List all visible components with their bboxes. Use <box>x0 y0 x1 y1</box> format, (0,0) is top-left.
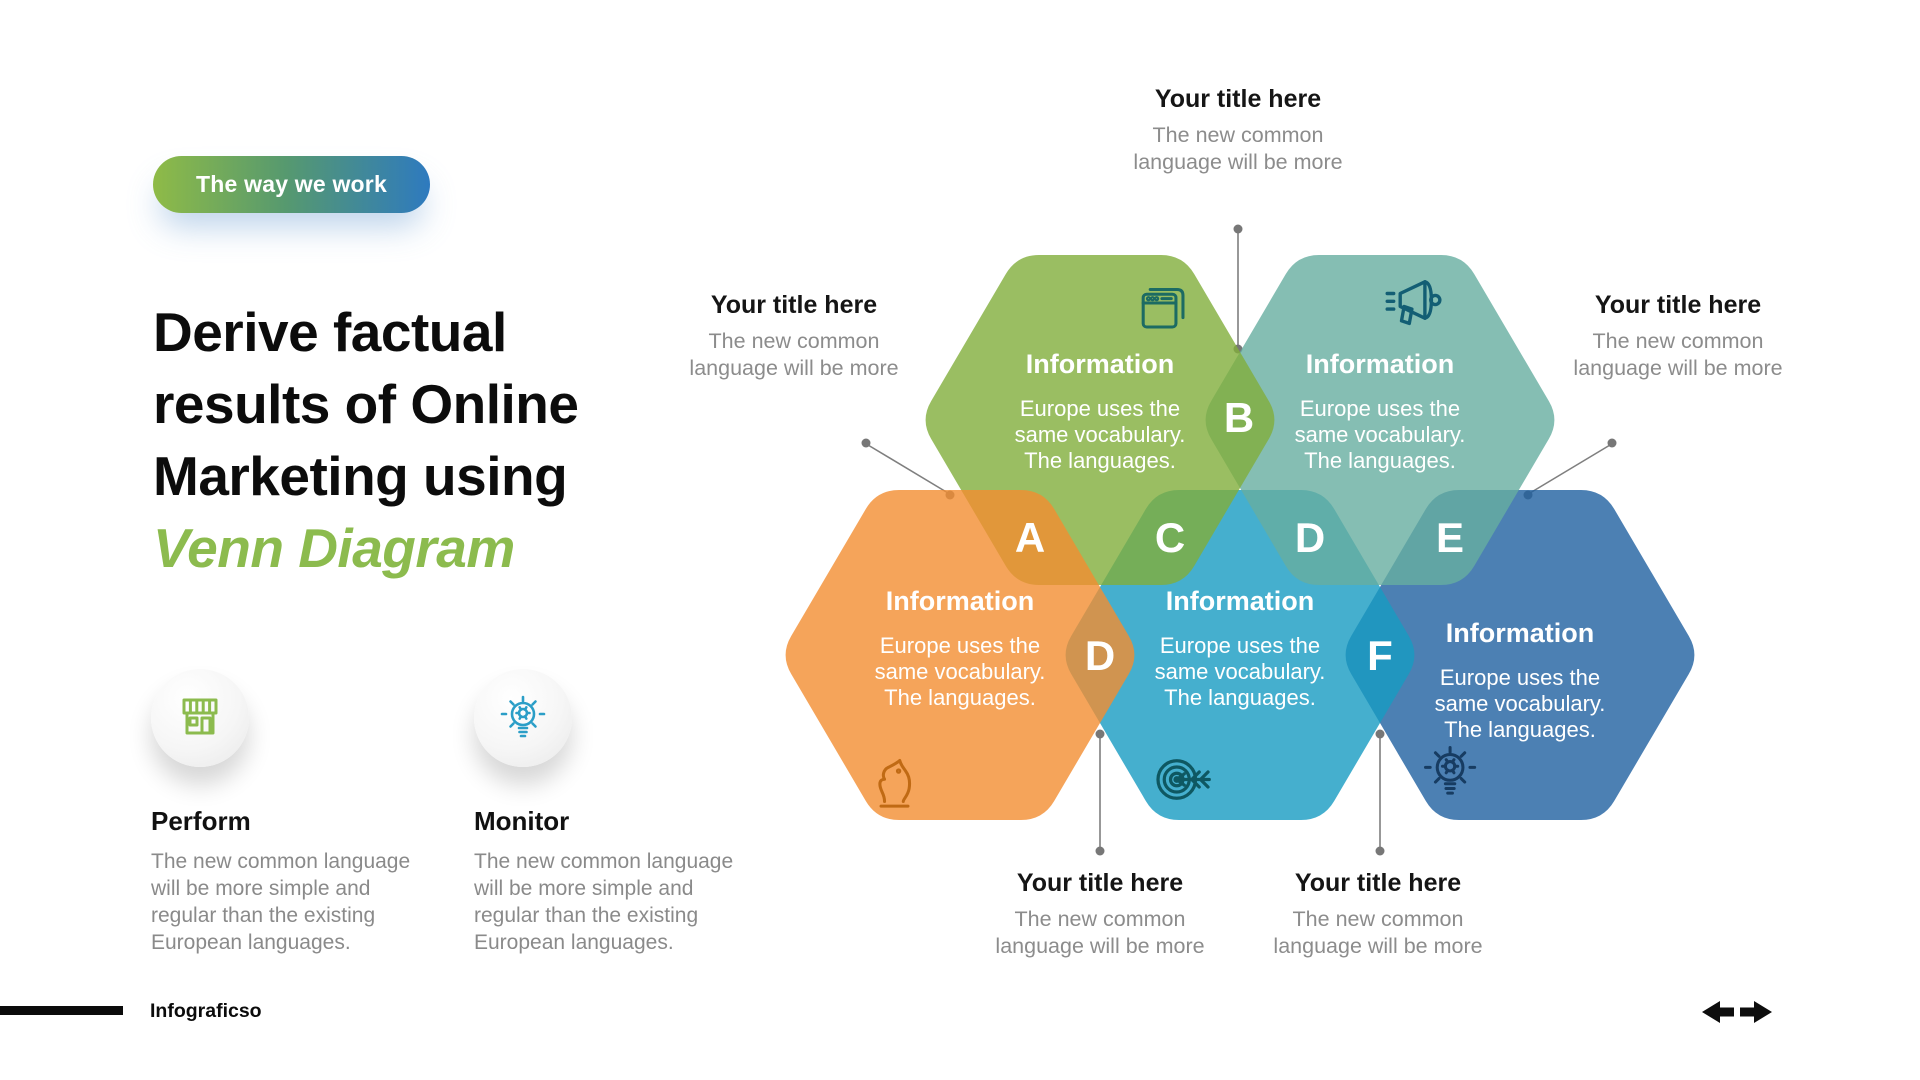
callout-body: The new common language will be more <box>689 329 899 380</box>
callout-left: Your title here The new common language … <box>634 290 954 381</box>
hexagon-body: Europe uses the same vocabulary. The lan… <box>1014 396 1186 473</box>
overlap-label-e: E <box>1435 514 1465 561</box>
hexagon-text-bottom-left: Information Europe uses the same vocabul… <box>810 585 1110 711</box>
browser-icon <box>1141 288 1185 329</box>
hexagon-body: Europe uses the same vocabulary. The lan… <box>1294 396 1466 473</box>
feature-name-monitor: Monitor <box>474 806 570 836</box>
megaphone-icon <box>1385 280 1442 326</box>
knight-icon <box>878 758 912 808</box>
connector-bottom-right <box>1375 729 1385 856</box>
overlap-label-d-low: D <box>1084 632 1116 679</box>
feature-desc-monitor: The new common language will be more sim… <box>474 850 734 954</box>
hexagon-body: Europe uses the same vocabulary. The lan… <box>874 633 1046 710</box>
connector-bottom-left <box>1095 729 1105 856</box>
callout-body: The new common language will be more <box>1573 329 1783 380</box>
overlap-label-a: A <box>1014 514 1046 561</box>
callout-body: The new common language will be more <box>1273 907 1483 958</box>
brand-name: Infograficso <box>150 1000 262 1022</box>
feature-desc-perform: The new common language will be more sim… <box>151 850 411 954</box>
store-icon <box>182 698 218 735</box>
lightbulb-gear-icon <box>1423 745 1477 795</box>
overlap-label-c: C <box>1154 514 1186 561</box>
overlap-label-b: B <box>1223 394 1255 441</box>
callout-body: The new common language will be more <box>1133 123 1343 174</box>
monitor-icon-circle <box>474 669 572 767</box>
hexagon-title: Information <box>1165 586 1315 616</box>
left-arrow-icon[interactable] <box>1702 1001 1734 1023</box>
callout-title: Your title here <box>1016 869 1184 897</box>
right-arrow-icon[interactable] <box>1740 1001 1772 1023</box>
callout-title: Your title here <box>1294 869 1462 897</box>
page-title-accent: Venn Diagram <box>153 517 515 579</box>
callout-body: The new common language will be more <box>995 907 1205 958</box>
badge-pill: The way we work <box>153 156 430 213</box>
feature-name-perform: Perform <box>151 806 251 836</box>
badge-label: The way we work <box>196 171 387 197</box>
target-arrow-icon <box>1156 759 1211 800</box>
hexagon-text-top-left: Information Europe uses the same vocabul… <box>950 348 1250 474</box>
hexagon-text-bottom-right: Information Europe uses the same vocabul… <box>1370 617 1670 743</box>
overlap-label-d-mid: D <box>1294 514 1326 561</box>
hexagon-title: Information <box>1305 349 1455 379</box>
page-title: Derive factual results of Online Marketi… <box>153 301 579 507</box>
callout-bottom-left: Your title here The new common language … <box>940 868 1260 959</box>
callout-title: Your title here <box>710 291 878 319</box>
callout-title: Your title here <box>1154 85 1322 113</box>
connector-top <box>1233 224 1243 354</box>
perform-icon-circle <box>151 669 249 767</box>
callout-title: Your title here <box>1594 291 1762 319</box>
footer-accent-bar <box>0 1006 123 1015</box>
hexagon-title: Information <box>1445 618 1595 648</box>
callout-bottom-right: Your title here The new common language … <box>1218 868 1538 959</box>
hexagon-text-bottom-center: Information Europe uses the same vocabul… <box>1090 585 1390 711</box>
hexagon-title: Information <box>885 586 1035 616</box>
callout-top: Your title here The new common language … <box>1078 84 1398 175</box>
hexagon-body: Europe uses the same vocabulary. The lan… <box>1154 633 1326 710</box>
hexagon-body: Europe uses the same vocabulary. The lan… <box>1434 665 1606 742</box>
hexagon-title: Information <box>1025 349 1175 379</box>
overlap-label-f: F <box>1367 632 1393 679</box>
hexagon-text-top-right: Information Europe uses the same vocabul… <box>1230 348 1530 474</box>
lightbulb-gear-icon <box>500 695 546 738</box>
callout-right: Your title here The new common language … <box>1518 290 1838 381</box>
